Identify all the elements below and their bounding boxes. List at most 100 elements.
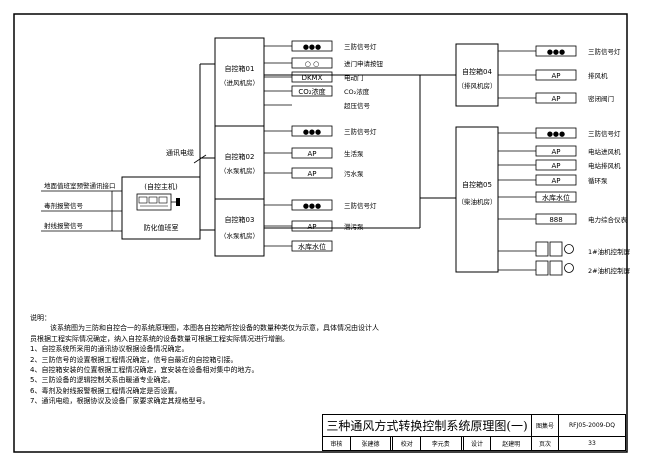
device-label: 2#油机控制屏: [588, 266, 631, 275]
device-row: AP 电站进风机: [498, 145, 621, 157]
cabinet-02-name: 自控箱02: [225, 152, 255, 161]
review-signature: [390, 436, 394, 451]
panel-knob-icon: [564, 263, 574, 273]
cabinet-03-name: 自控箱03: [225, 215, 255, 224]
host-room: 防化值班室: [144, 223, 179, 232]
notes-item: 4、自控箱安装的位置根据工程情况确定，宜安装在设备相对集中的地方。: [30, 366, 259, 375]
device-box-label: 水库水位: [298, 242, 326, 251]
device-row: ●●● 三防信号灯: [264, 199, 377, 211]
device-row: AP 生活泵: [264, 147, 364, 159]
device-box: [535, 127, 577, 139]
cabinet-04-name: 自控箱04: [462, 67, 492, 76]
cabinet-02: [214, 125, 265, 200]
device-box-label: AP: [307, 223, 316, 231]
notes-item: 5、三防设备的逻辑控制关系由暖通专业确定。: [30, 376, 175, 385]
notes-item: 6、毒剂及射线报警根据工程情况确定是否设置。: [30, 386, 182, 395]
device-box: [535, 45, 577, 57]
device-label: 排风机: [588, 71, 608, 80]
device-row: 水库水位: [264, 240, 333, 252]
device-row: ●●●三防信号灯: [264, 40, 377, 52]
device-row: DKMX 电动门: [264, 71, 364, 83]
device-label: 电站进风机: [588, 147, 621, 156]
device-row: ●●●三防信号灯: [498, 127, 621, 139]
review-label: 审核: [322, 436, 351, 451]
title-block: 三种通风方式转换控制系统原理图(一) 图集号 RFJ05-2009-DQ 审核 …: [322, 414, 626, 451]
panel-meter-icon: [535, 241, 549, 257]
device-row: 水库水位: [498, 191, 577, 203]
device-box-label: ○ ○: [305, 60, 319, 68]
notes-section: 说明： 该系统图为三防和自控合一的系统原理图，本图各自控箱所控设备的数量种类仅为…: [30, 313, 460, 407]
device-box-label: ●●●: [547, 48, 565, 56]
device-label: 生活泵: [344, 149, 364, 158]
device-row: AP 潜污泵: [264, 220, 364, 232]
notes-item: 2、三防信号的设置根据工程情况确定，信号自最近的自控箱引接。: [30, 355, 238, 364]
device-box: [535, 213, 577, 225]
design-name: 赵建明: [490, 436, 532, 451]
notes-intro-line-1: 该系统图为三防和自控合一的系统原理图，本图各自控箱所控设备的数量种类仅为示意，具…: [50, 324, 379, 333]
input-radiation-alarm: 射线报警信号: [44, 221, 84, 230]
panel-knob-icon: [564, 244, 574, 254]
panel-meter-icon: [535, 260, 549, 276]
device-label: 电力综合仪表: [588, 215, 628, 224]
device-box-label: ●●●: [303, 202, 321, 210]
page-label: 页次: [531, 436, 559, 451]
device-label: 三防信号灯: [344, 201, 377, 210]
device-label: 三防信号灯: [588, 47, 621, 56]
design-label: 设计: [462, 436, 492, 451]
device-box: [291, 220, 333, 232]
comm-cable-label: 通讯电缆: [166, 148, 194, 157]
device-box: [291, 147, 333, 159]
device-label: 电站排风机: [588, 161, 621, 170]
device-box: [291, 57, 333, 69]
input-early-warning: 地面值班室预警通讯接口: [44, 181, 116, 190]
device-box: [291, 125, 333, 137]
device-label: 三防信号灯: [344, 42, 377, 51]
notes-item: 7、通讯电缆，根据协议及设备厂家要求确定其规格型号。: [30, 397, 210, 406]
notes-intro-line-2: 员根据工程实际情况确定，纳入自控系统的设备数量可根据工程实际情况进行增删。: [30, 334, 289, 343]
device-label: 循环泵: [588, 176, 608, 185]
host-title: (自控主机): [144, 182, 178, 191]
device-box: [291, 85, 333, 97]
atlas-number: RFJ05-2009-DQ: [558, 414, 626, 437]
panel-meter-icon: [549, 260, 563, 276]
check-label: 校对: [392, 436, 422, 451]
notes-heading: 说明：: [30, 314, 51, 322]
device-box-label: AP: [551, 148, 560, 156]
cabinet-05-room: （柴油机房）: [458, 197, 497, 206]
device-row: ●●●三防信号灯: [264, 125, 377, 137]
device-box: [291, 240, 333, 252]
device-box-label: CO₂浓度: [298, 87, 325, 96]
cabinet-05: [455, 126, 499, 273]
comm-cable-bus: 通讯电缆: [166, 63, 456, 231]
device-row: 1#油机控制屏: [498, 241, 631, 257]
check-signature: [460, 436, 464, 451]
device-box-label: AP: [551, 95, 560, 103]
cabinet-03: [214, 198, 265, 257]
device-label: 进门申请按钮: [344, 59, 384, 68]
device-box-label: 水库水位: [542, 193, 570, 202]
cabinet-03-room: （水泵机房）: [220, 231, 259, 240]
device-row: 超压信号: [264, 101, 371, 110]
device-box-label: AP: [307, 170, 316, 178]
device-box: [291, 199, 333, 211]
device-box: [535, 69, 577, 81]
device-label: 1#油机控制屏: [588, 247, 631, 256]
cabinet-05-name: 自控箱05: [462, 180, 492, 189]
device-box: [535, 174, 577, 186]
device-row: ●●● 三防信号灯: [498, 45, 621, 57]
atlas-label: 图集号: [531, 414, 559, 437]
device-box-label: AP: [307, 150, 316, 158]
page-number: 33: [558, 436, 626, 451]
cabinet-04-room: （排风机房）: [458, 81, 497, 90]
device-label: 潜污泵: [344, 222, 364, 231]
device-row: 2#油机控制屏: [498, 260, 631, 276]
input-signals: 地面值班室预警通讯接口 毒剂报警信号 射线报警信号: [41, 181, 122, 232]
device-label: 电动门: [344, 73, 364, 82]
device-box: [291, 167, 333, 179]
device-label: 污水泵: [344, 169, 364, 178]
device-label: 三防信号灯: [588, 129, 621, 138]
device-box-label: DKMX: [302, 74, 323, 82]
